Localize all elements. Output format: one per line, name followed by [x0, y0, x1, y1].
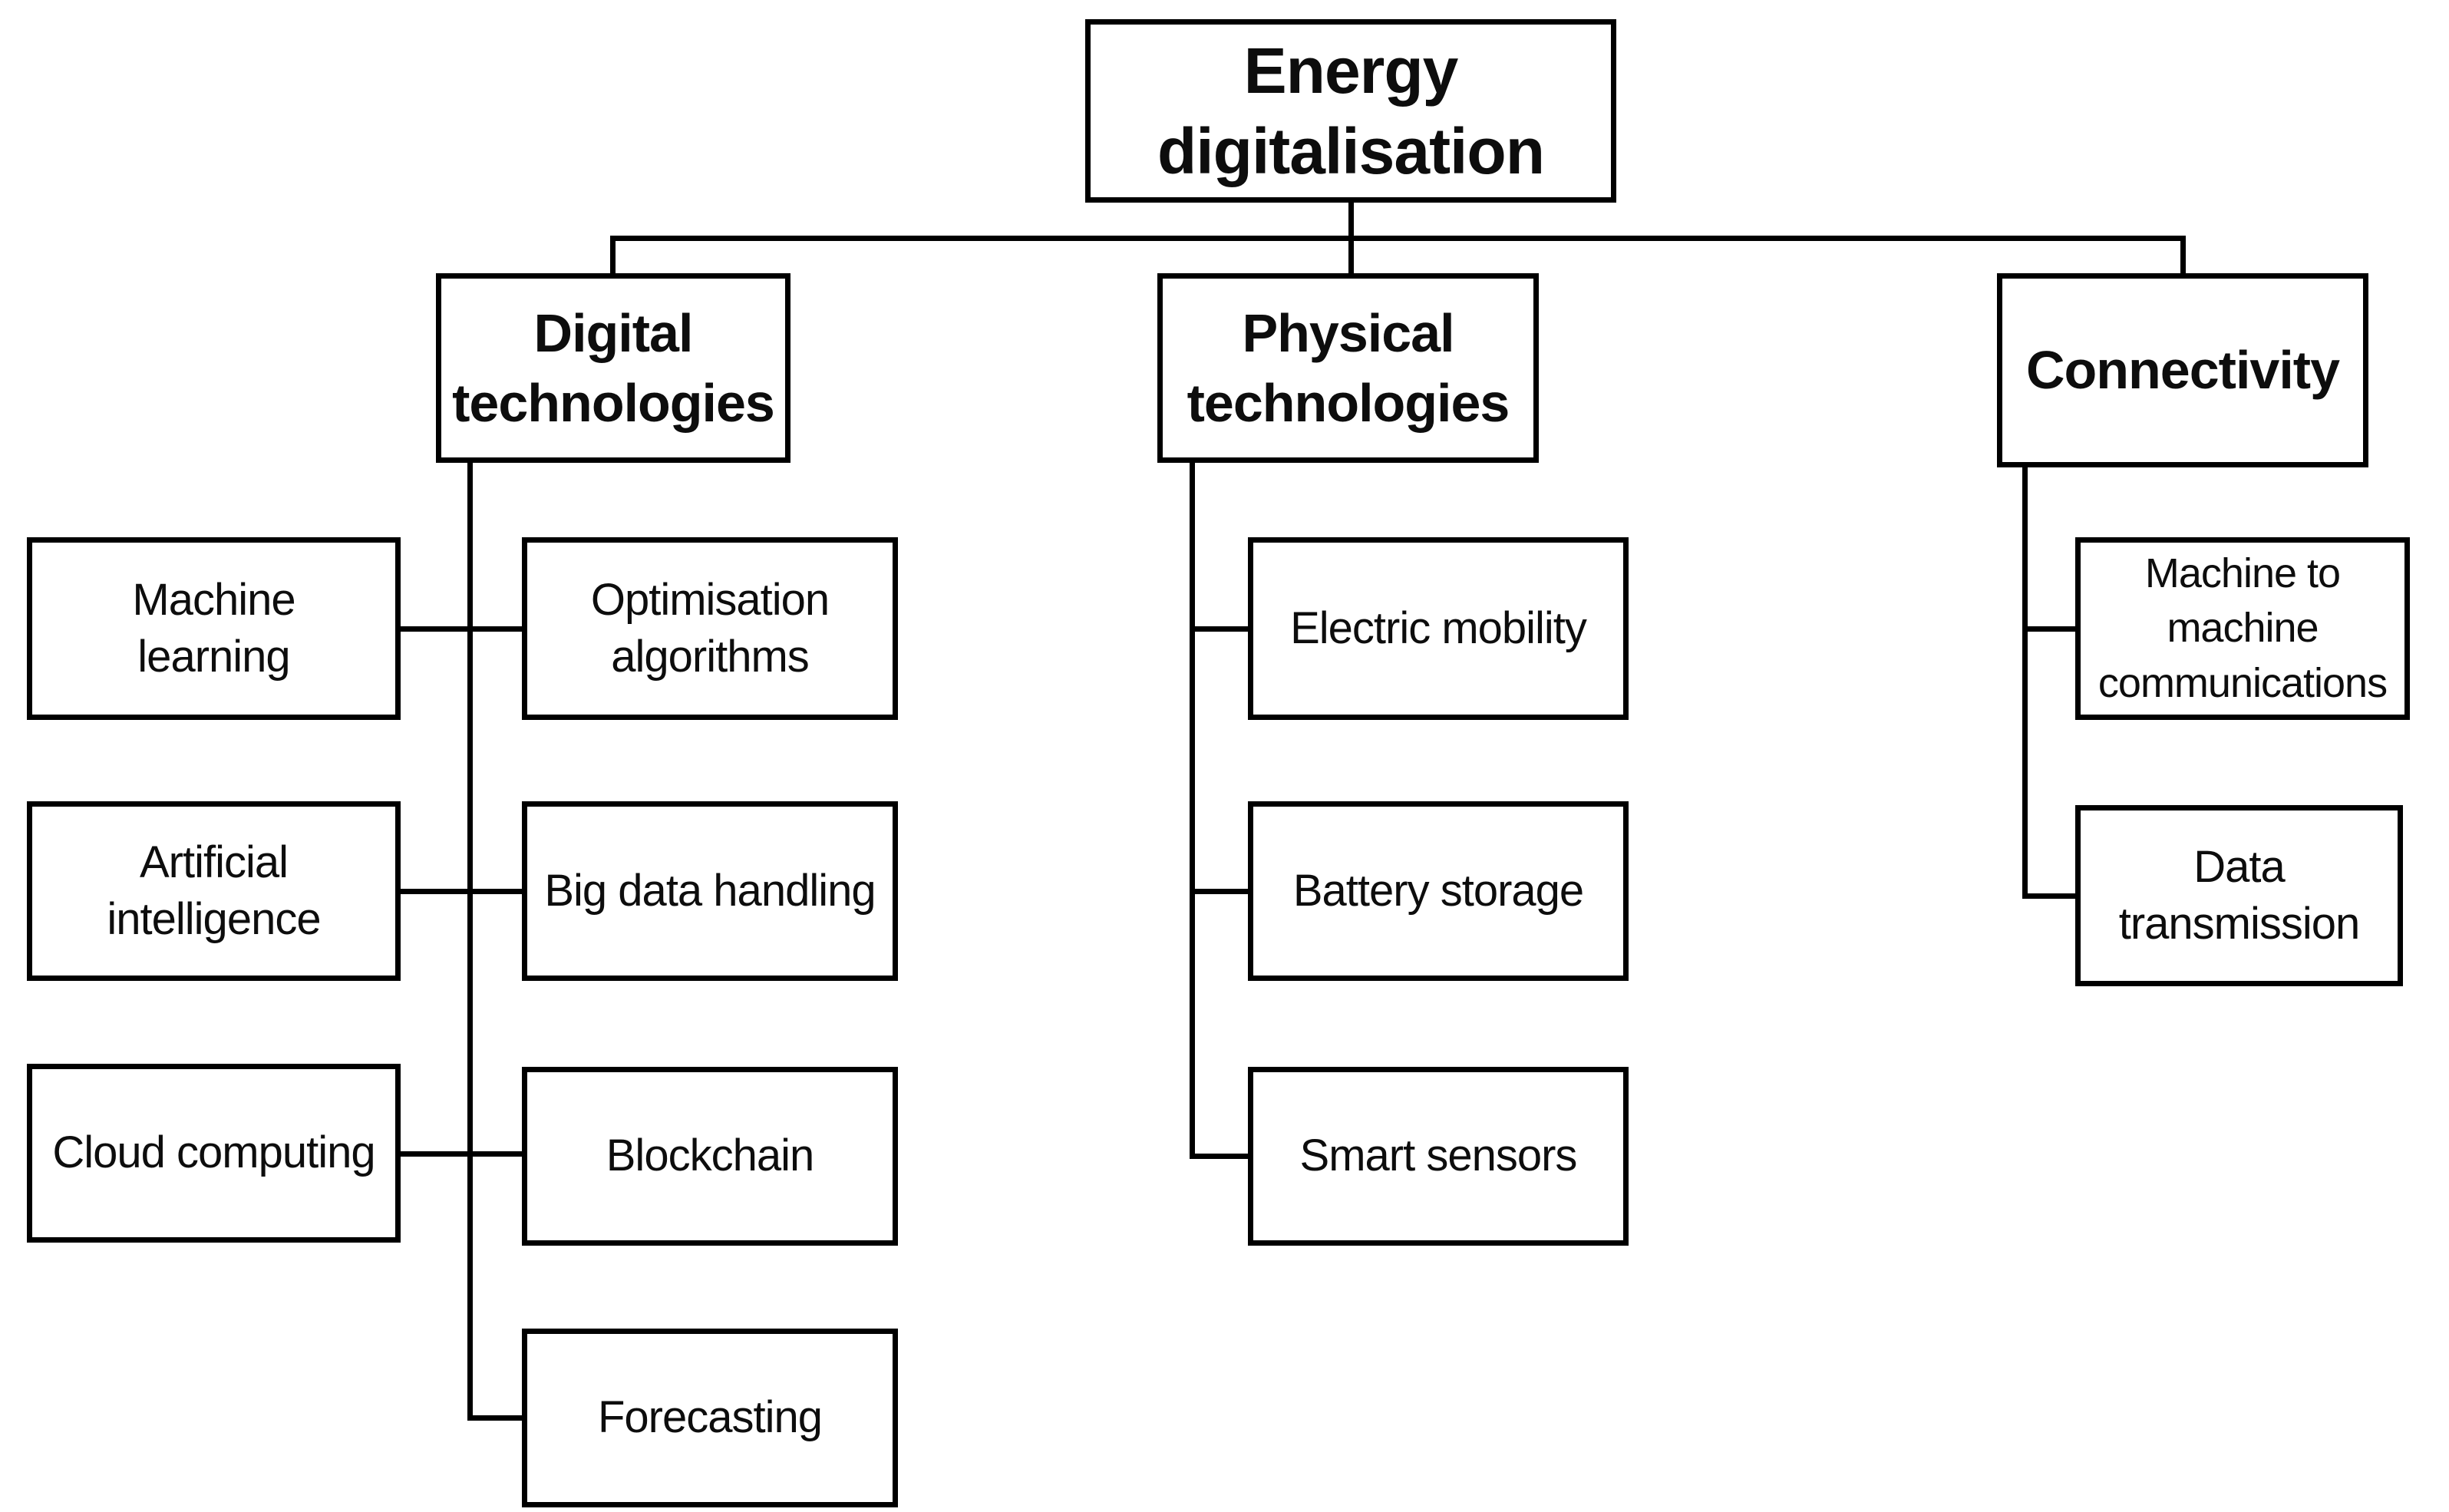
node-smart-sensors: Smart sensors: [1248, 1067, 1629, 1246]
connector-root-stem: [1348, 198, 1354, 241]
node-blockchain: Blockchain: [522, 1067, 898, 1246]
node-data-transmission: Data transmission: [2075, 805, 2403, 986]
node-cloud-computing: Cloud computing: [27, 1064, 401, 1243]
connector-drop-connectivity: [2180, 236, 2186, 279]
connector-drop-digital: [610, 236, 616, 279]
node-machine-learning: Machine learning: [27, 537, 401, 720]
connector-stub-row2-left: [401, 889, 525, 894]
connector-drop-physical: [1348, 236, 1354, 279]
node-battery-storage: Battery storage: [1248, 801, 1629, 981]
node-forecasting: Forecasting: [522, 1329, 898, 1507]
connector-elbow-smart: [1190, 1154, 1251, 1159]
connector-stub-row3-left: [401, 1151, 525, 1157]
node-artificial-intelligence: Artificial intelligence: [27, 801, 401, 981]
node-electric-mobility: Electric mobility: [1248, 537, 1629, 720]
connector-trunk-digital: [467, 459, 473, 1421]
connector-stub-row1-left: [401, 626, 525, 632]
node-energy-digitalisation: Energy digitalisation: [1085, 19, 1616, 203]
connector-top-horizontal: [610, 236, 2186, 241]
node-big-data-handling: Big data handling: [522, 801, 898, 981]
node-machine-to-machine-communications: Machine to machine communications: [2075, 537, 2410, 720]
connector-stub-battery: [1190, 889, 1251, 894]
connector-stub-m2m: [2022, 626, 2078, 632]
connector-elbow-forecasting: [467, 1415, 525, 1421]
connector-stub-electric: [1190, 626, 1251, 632]
node-physical-technologies: Physical technologies: [1157, 273, 1539, 463]
connector-trunk-connectivity: [2022, 463, 2028, 899]
node-connectivity: Connectivity: [1997, 273, 2368, 467]
connector-elbow-data: [2022, 893, 2078, 899]
node-digital-technologies: Digital technologies: [436, 273, 790, 463]
connector-trunk-physical: [1190, 459, 1195, 1159]
node-optimisation-algorithms: Optimisation algorithms: [522, 537, 898, 720]
